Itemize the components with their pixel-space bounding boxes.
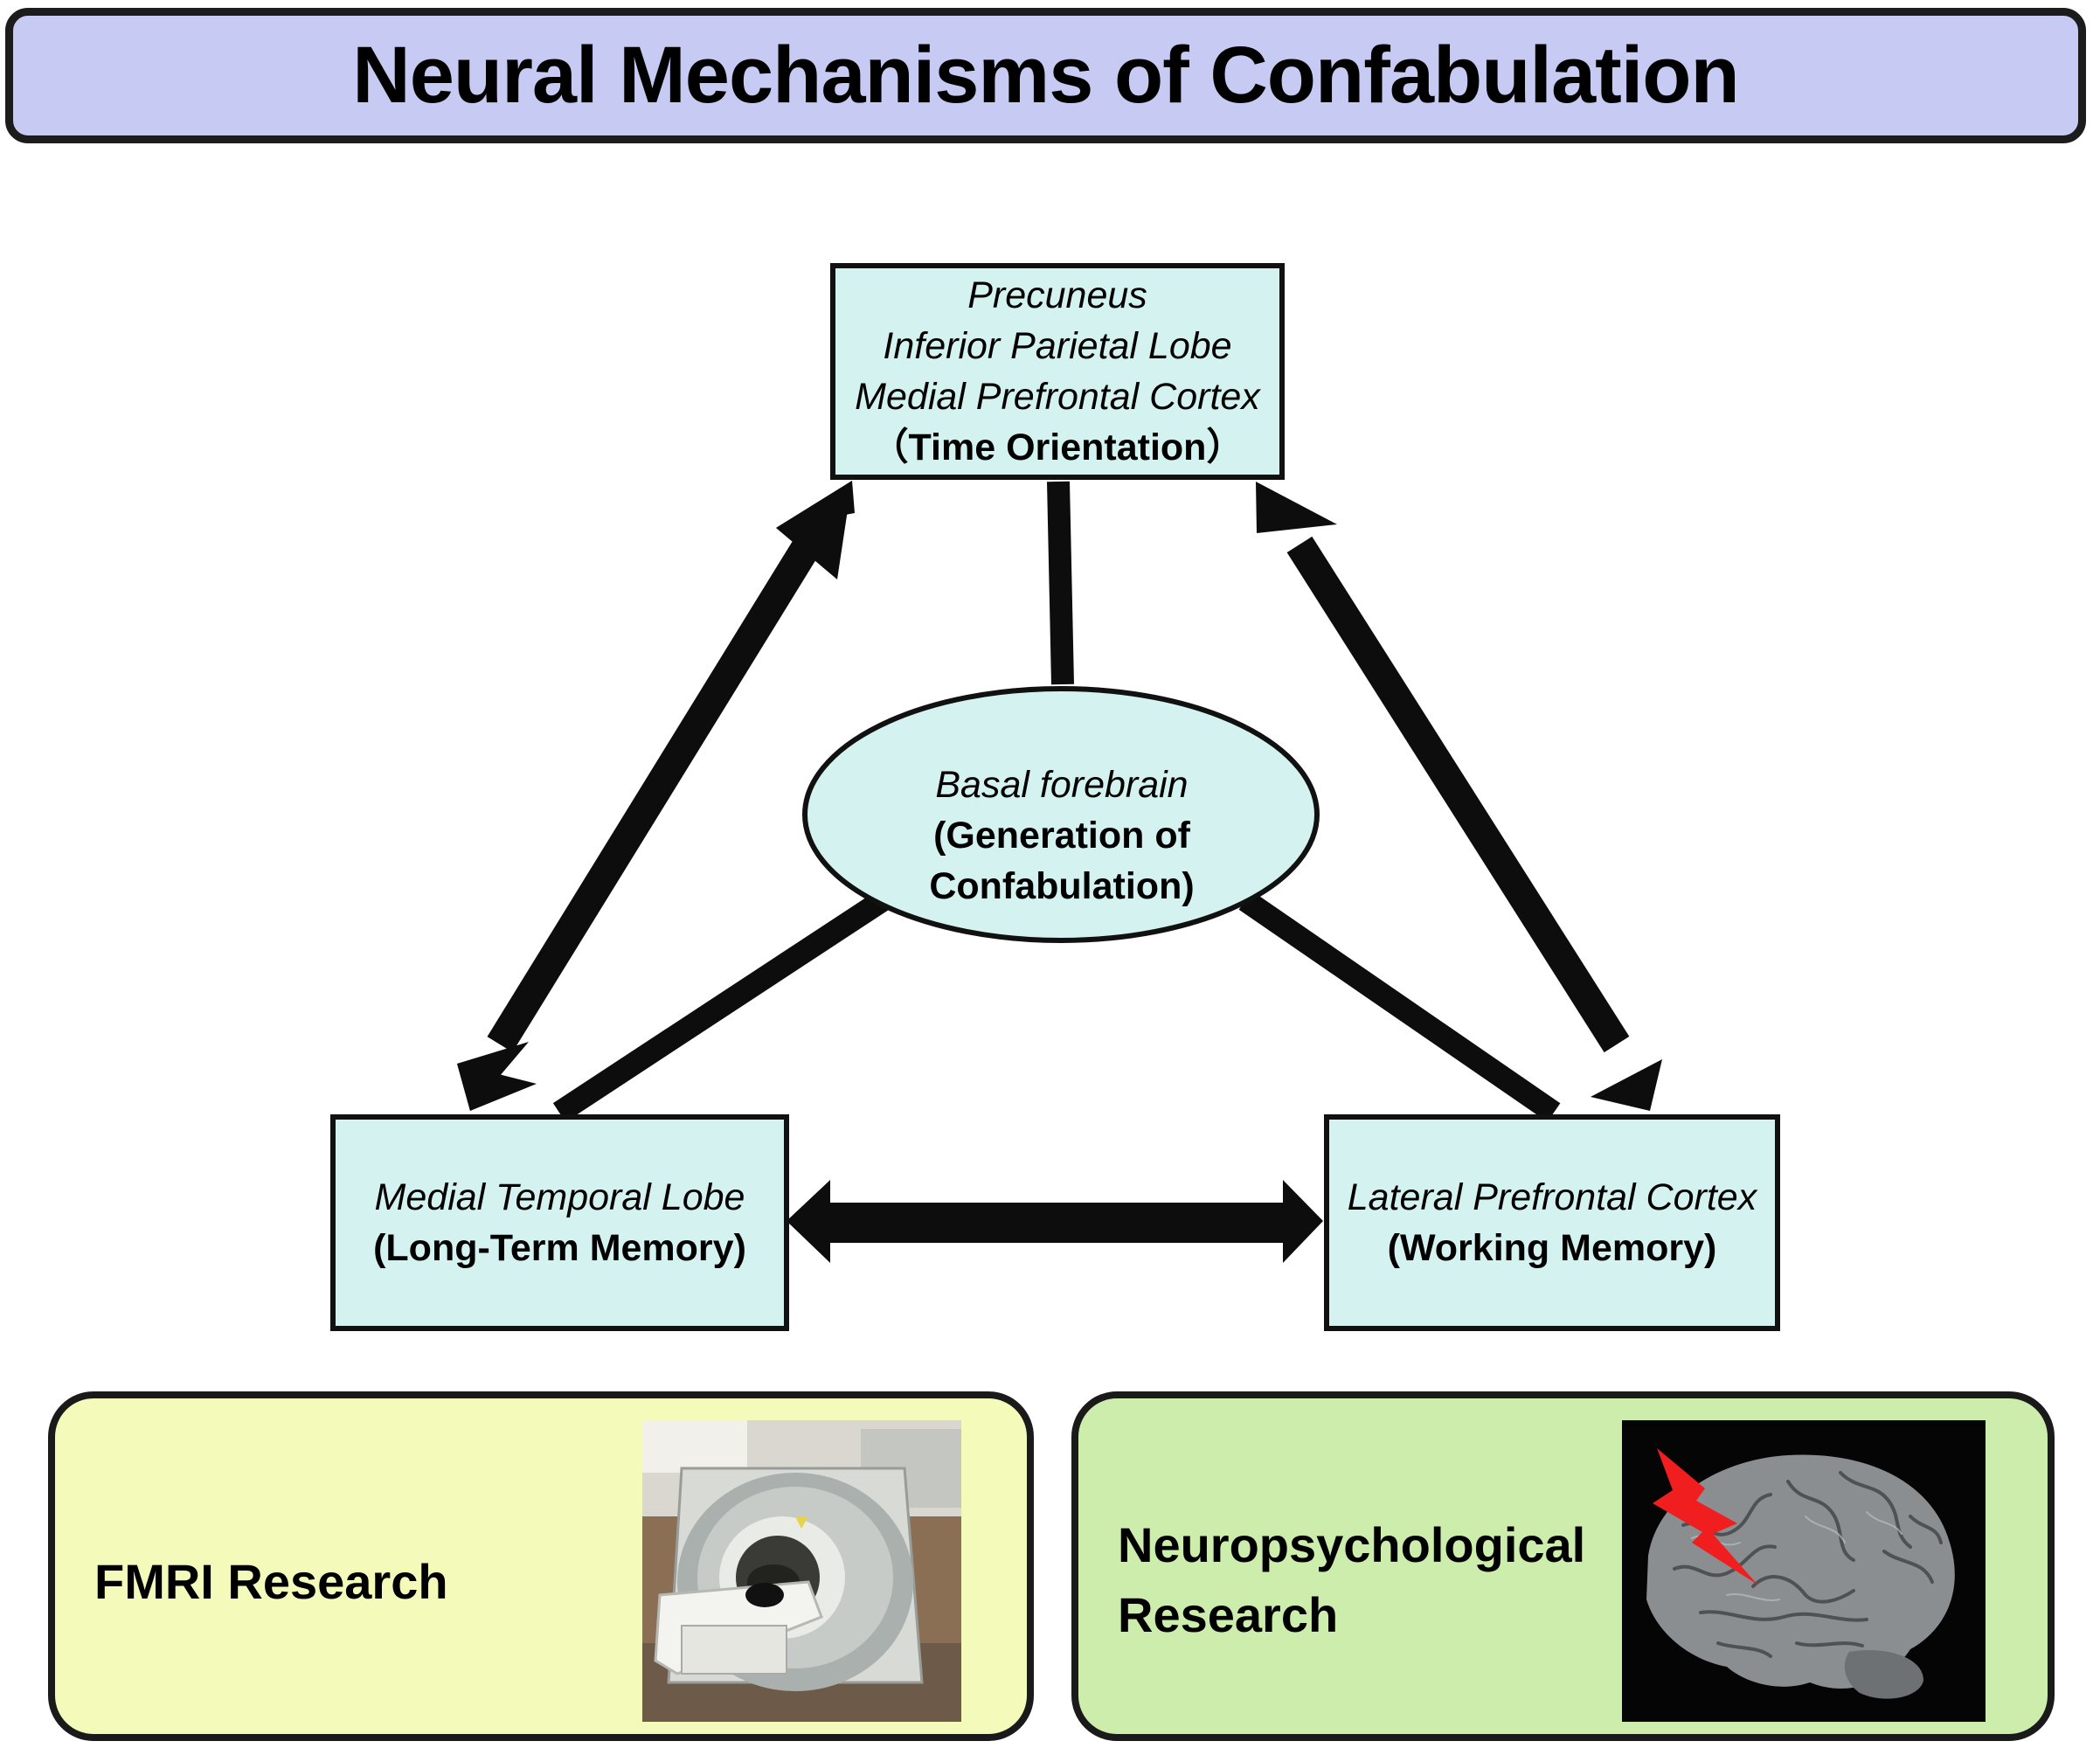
node-lateral-prefrontal-cortex: Lateral Prefrontal Cortex (Working Memor… (1324, 1114, 1780, 1331)
connector-center-right (1238, 891, 1561, 1122)
region-medial-temporal-lobe: Medial Temporal Lobe (374, 1176, 745, 1218)
double-arrow-top-right (1256, 482, 1662, 1111)
double-arrow-top-left (457, 481, 855, 1111)
brain-lesion-image (1622, 1420, 1986, 1722)
function-working-memory: (Working Memory) (1387, 1227, 1717, 1269)
node-basal-forebrain: Basal forebrain (Generation of Confabula… (804, 732, 1320, 939)
region-medial-prefrontal-cortex: Medial Prefrontal Cortex (855, 376, 1260, 418)
node-precuneus-parietal-mpfc: Precuneus Inferior Parietal Lobe Medial … (830, 263, 1285, 480)
center-ellipse (802, 686, 1320, 943)
function-generation-line2: Confabulation) (929, 865, 1195, 907)
function-generation-line1: (Generation of (933, 815, 1190, 857)
neuropsychological-research-label: Neuropsychological Research (1118, 1510, 1585, 1650)
page-title: Neural Mechanisms of Confabulation (352, 31, 1739, 120)
mri-scanner-photo (642, 1420, 961, 1722)
panel-fmri-research: FMRI Research (48, 1391, 1034, 1741)
lesion-bolt-icon (1653, 1448, 1757, 1585)
region-lateral-prefrontal-cortex: Lateral Prefrontal Cortex (1347, 1176, 1757, 1218)
title-banner: Neural Mechanisms of Confabulation (5, 8, 2086, 143)
function-time-orientation: （Time Orientation） (870, 427, 1244, 468)
function-long-term-memory: (Long-Term Memory) (373, 1227, 746, 1269)
region-inferior-parietal-lobe: Inferior Parietal Lobe (883, 325, 1232, 367)
connector-center-left (552, 891, 890, 1122)
region-precuneus: Precuneus (967, 274, 1147, 316)
region-basal-forebrain: Basal forebrain (935, 764, 1189, 806)
connector-center-top (1047, 481, 1074, 685)
neuro-label-line2: Research (1118, 1587, 1339, 1642)
panel-neuropsychological-research: Neuropsychological Research (1071, 1391, 2055, 1741)
node-medial-temporal-lobe: Medial Temporal Lobe (Long-Term Memory) (330, 1114, 789, 1331)
neuro-label-line1: Neuropsychological (1118, 1517, 1586, 1572)
fmri-research-label: FMRI Research (94, 1554, 448, 1609)
double-arrow-horizontal (787, 1180, 1323, 1263)
